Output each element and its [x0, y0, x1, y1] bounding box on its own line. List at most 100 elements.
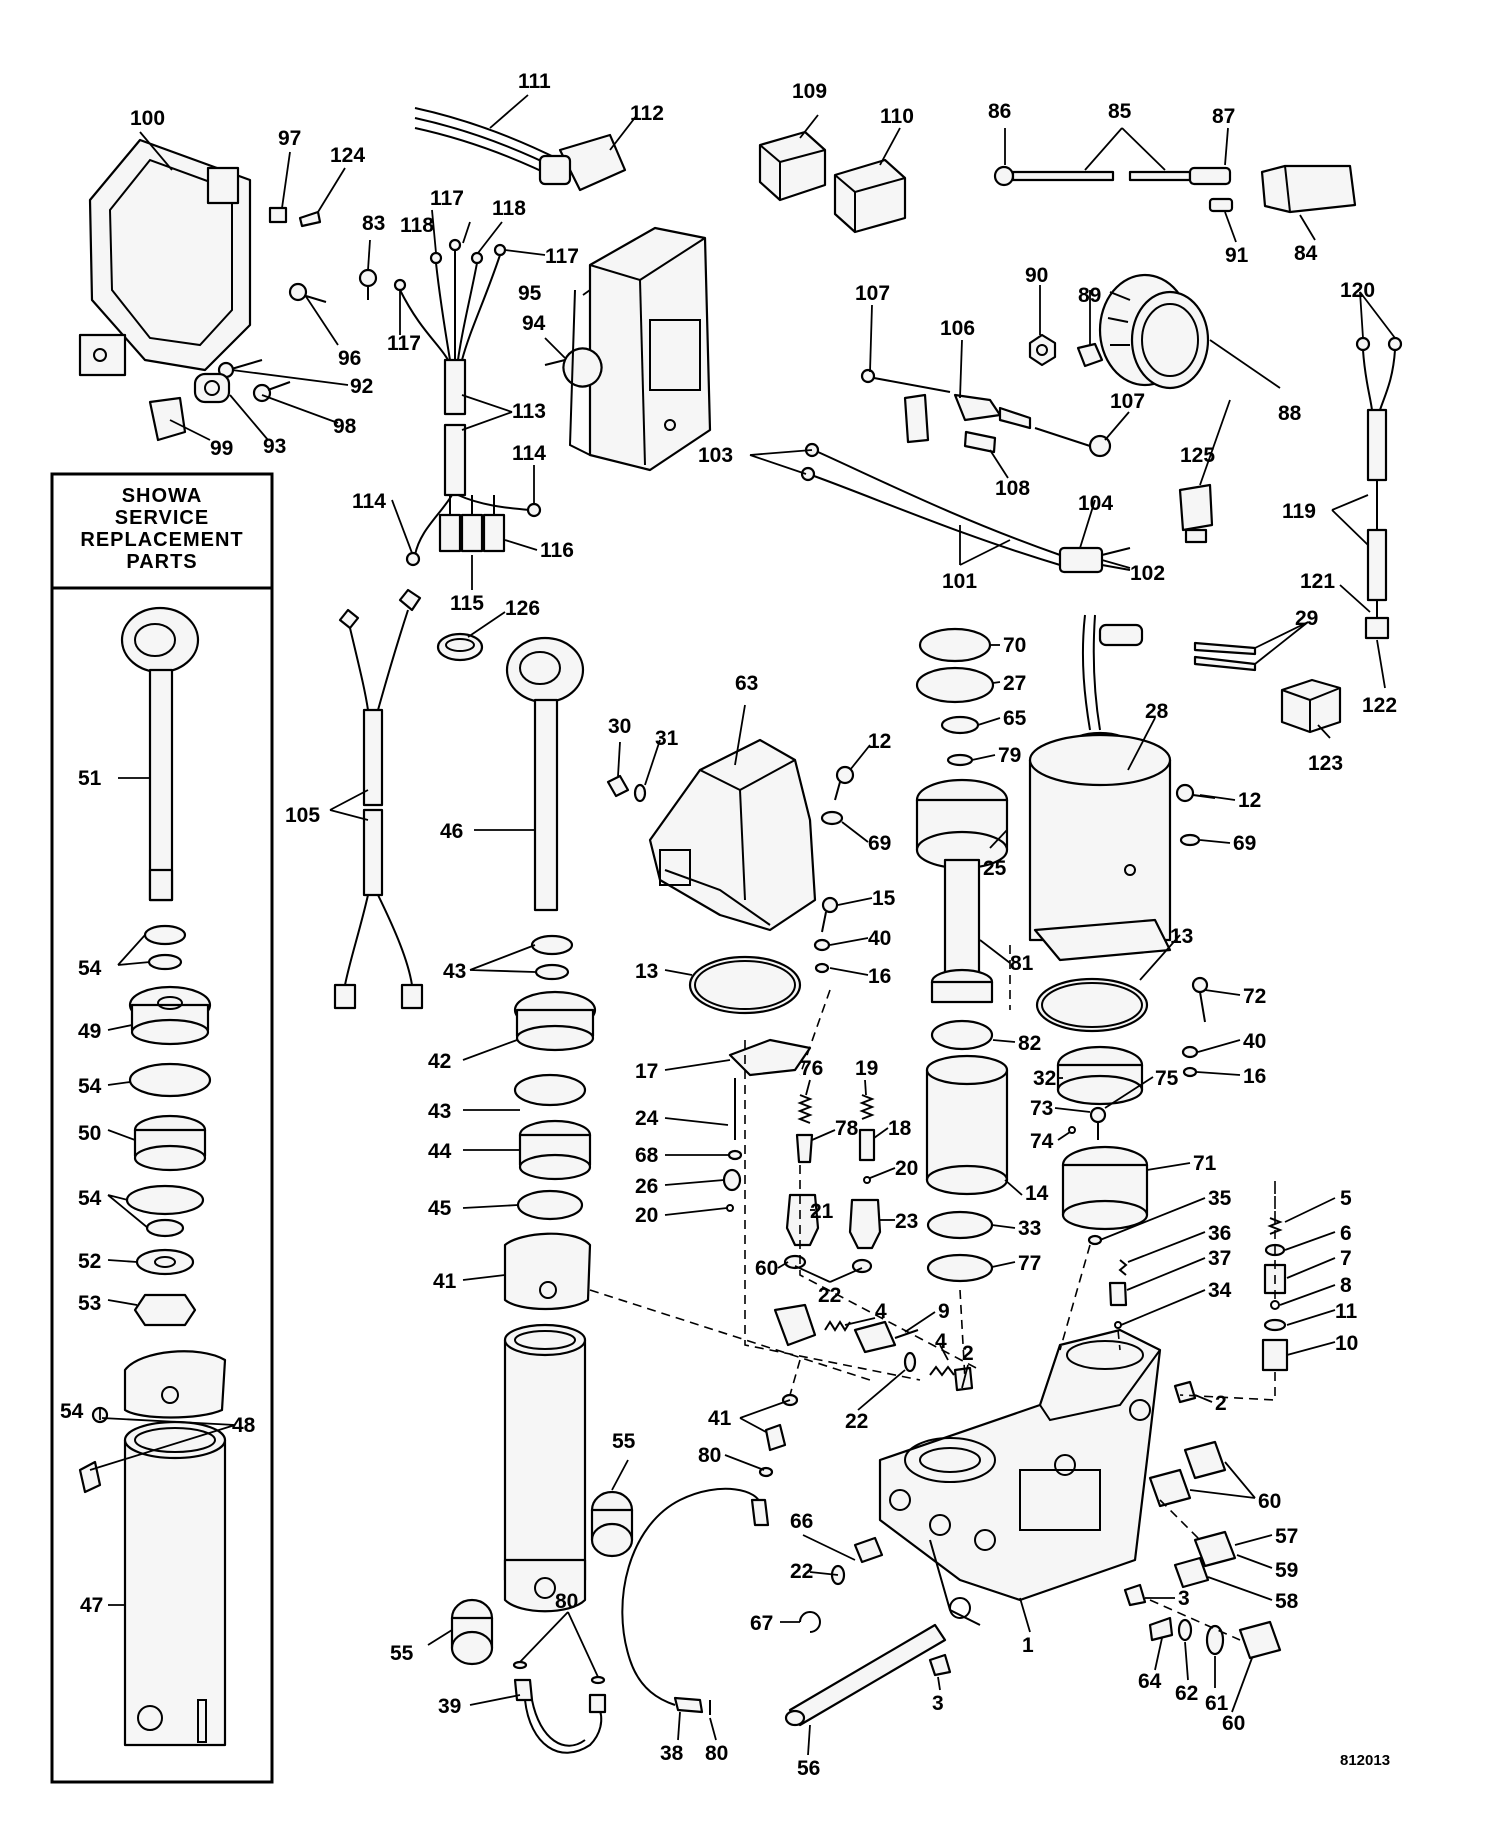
callout-36: 36: [1208, 1222, 1231, 1245]
callout-54c: 54: [78, 1187, 102, 1210]
callout-32: 32: [1033, 1067, 1056, 1090]
callout-95: 95: [518, 282, 542, 305]
callout-54d: 54: [60, 1400, 84, 1423]
callout-117c: 117: [387, 332, 421, 355]
gauge-part: [1098, 273, 1210, 390]
box-cylinder-part: [78, 1350, 227, 1747]
callout-30: 30: [608, 715, 631, 738]
callout-12a: 12: [868, 730, 891, 753]
callout-73: 73: [1030, 1097, 1053, 1120]
callout-116: 116: [540, 539, 574, 562]
callout-64: 64: [1138, 1670, 1162, 1693]
callout-58: 58: [1275, 1590, 1299, 1613]
valve-stack-left-part: [722, 1078, 743, 1212]
callout-115: 115: [450, 592, 484, 615]
callout-35: 35: [1208, 1187, 1232, 1210]
callout-120: 120: [1340, 279, 1375, 302]
callout-87: 87: [1212, 105, 1235, 128]
callout-23: 23: [895, 1210, 918, 1233]
callout-85: 85: [1108, 100, 1132, 123]
callout-20b: 20: [895, 1157, 918, 1180]
battery-cable-part: [993, 164, 1357, 214]
callout-4b: 4: [935, 1330, 947, 1353]
callout-7: 7: [1340, 1247, 1352, 1270]
callout-96: 96: [338, 347, 361, 370]
service-box-line2: SERVICE: [115, 507, 209, 529]
callout-89: 89: [1078, 284, 1101, 307]
callout-60c: 60: [1222, 1712, 1245, 1735]
callout-80a: 80: [698, 1444, 721, 1467]
cable-plug-part: [414, 107, 627, 192]
callout-47: 47: [80, 1594, 103, 1617]
service-box-line1: SHOWA: [122, 485, 203, 507]
center-column-part: [915, 627, 1009, 1283]
callout-65: 65: [1003, 707, 1027, 730]
callout-90: 90: [1025, 264, 1048, 287]
callout-61: 61: [1205, 1692, 1229, 1715]
callout-24: 24: [635, 1107, 659, 1130]
callout-13a: 13: [635, 960, 658, 983]
callout-76: 76: [800, 1057, 823, 1080]
callout-26: 26: [635, 1175, 658, 1198]
callout-100: 100: [130, 107, 165, 130]
diagram-id: 812013: [1340, 1752, 1390, 1769]
assembly-lines: [589, 945, 1276, 1641]
callout-99: 99: [210, 437, 233, 460]
callout-83: 83: [362, 212, 385, 235]
rod-51-part: [120, 606, 200, 902]
callout-6: 6: [1340, 1222, 1352, 1245]
callout-69a: 69: [868, 832, 891, 855]
callout-27: 27: [1003, 672, 1026, 695]
manifold-block-part: [878, 1328, 1162, 1626]
callout-60b: 60: [1258, 1490, 1281, 1513]
callout-72: 72: [1243, 985, 1266, 1008]
callout-81: 81: [1010, 952, 1034, 975]
callout-40a: 40: [868, 927, 891, 950]
motor-28-part: [1028, 614, 1172, 962]
box-seals-part: [125, 924, 212, 1327]
callout-86: 86: [988, 100, 1011, 123]
callout-17: 17: [635, 1060, 658, 1083]
battery-cables-part: [333, 588, 424, 1010]
callout-63: 63: [735, 672, 758, 695]
callout-66: 66: [790, 1510, 813, 1533]
callout-118a: 118: [400, 214, 434, 237]
mid-seals-part: [503, 934, 597, 1613]
callout-31: 31: [655, 727, 679, 750]
callout-16b: 16: [1243, 1065, 1266, 1088]
callout-48: 48: [232, 1414, 256, 1437]
callout-121: 121: [1300, 570, 1335, 593]
callout-41b: 41: [708, 1407, 732, 1430]
callout-91: 91: [1225, 244, 1249, 267]
callout-101: 101: [942, 570, 977, 593]
callout-80b: 80: [555, 1590, 578, 1613]
callout-22c: 22: [790, 1560, 813, 1583]
callout-117b: 117: [545, 245, 579, 268]
callout-40b: 40: [1243, 1030, 1266, 1053]
callout-25: 25: [983, 857, 1007, 880]
callout-103: 103: [698, 444, 733, 467]
callout-38: 38: [660, 1742, 684, 1765]
callout-78: 78: [835, 1117, 859, 1140]
callout-1: 1: [1022, 1634, 1034, 1657]
callout-13b: 13: [1170, 925, 1193, 948]
callout-123: 123: [1308, 752, 1343, 775]
valve-stack-mid-part: [783, 1094, 882, 1274]
callout-18: 18: [888, 1117, 912, 1140]
callout-22b: 22: [845, 1410, 868, 1433]
callout-33: 33: [1018, 1217, 1041, 1240]
callout-118b: 118: [492, 197, 526, 220]
callout-107b: 107: [1110, 390, 1145, 413]
right-fittings-part: [1148, 1440, 1237, 1589]
callout-3a: 3: [1178, 1587, 1190, 1610]
callout-41a: 41: [433, 1270, 457, 1293]
callout-98: 98: [333, 415, 357, 438]
callout-126: 126: [505, 597, 540, 620]
callout-112: 112: [630, 102, 664, 125]
callout-114a: 114: [512, 442, 546, 465]
callout-71: 71: [1193, 1152, 1217, 1175]
service-box-line4: PARTS: [126, 551, 197, 573]
callout-12b: 12: [1238, 789, 1261, 812]
callout-2b: 2: [1215, 1392, 1227, 1415]
